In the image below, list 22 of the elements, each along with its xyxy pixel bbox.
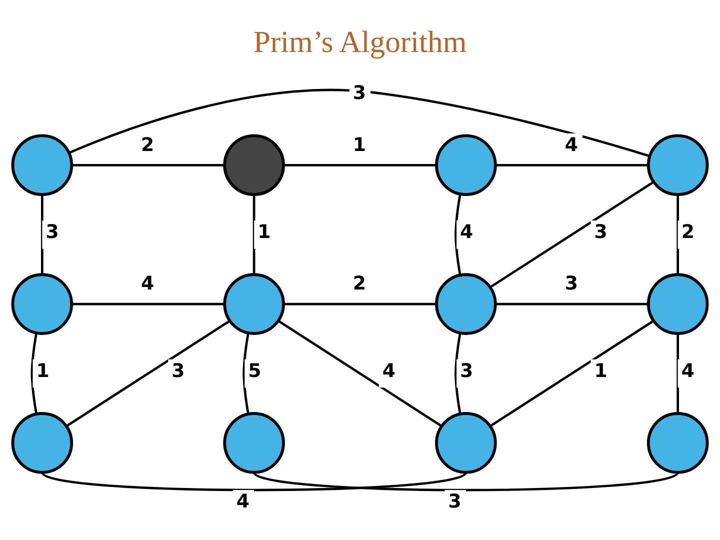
edge-label: 4: [564, 134, 578, 156]
edge-label: 3: [46, 221, 59, 242]
edge-label: 1: [36, 360, 50, 382]
edge-label: 2: [352, 273, 366, 294]
edge-label: 4: [382, 360, 396, 382]
edge-label: 3: [460, 360, 474, 382]
edge-label: 4: [681, 360, 694, 382]
edge-label: 1: [352, 134, 366, 156]
edge-label: 3: [172, 360, 185, 382]
edge-label: 3: [564, 273, 578, 294]
edge-label: 3: [352, 82, 366, 104]
edge-label: 1: [258, 221, 271, 242]
edge-label: 4: [236, 490, 250, 512]
edge-label: 3: [448, 490, 462, 512]
edge-label: 4: [460, 221, 474, 242]
edge-label: 1: [594, 360, 608, 382]
edge-label: 2: [141, 134, 154, 156]
edge-label: 5: [248, 360, 262, 382]
edge-label: 2: [681, 221, 694, 242]
edge-label: 4: [141, 273, 154, 294]
edge-label: 3: [594, 221, 608, 242]
diagram-title: Prim’s Algorithm: [253, 24, 467, 58]
